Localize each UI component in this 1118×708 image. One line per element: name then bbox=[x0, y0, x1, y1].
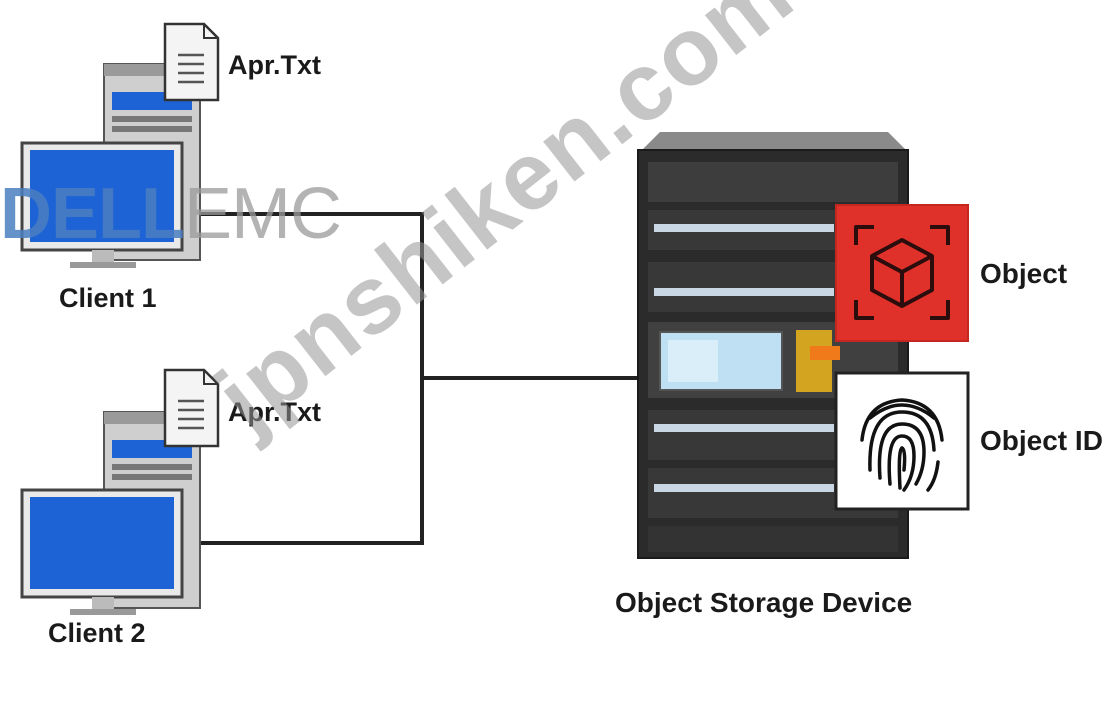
object-id-label: Object ID bbox=[980, 425, 1103, 456]
connection-lines bbox=[190, 212, 640, 545]
client-1-label: Client 1 bbox=[59, 283, 157, 313]
client-2-label: Client 2 bbox=[48, 618, 146, 648]
object-label: Object bbox=[980, 258, 1068, 289]
client-1-file-label: Apr.Txt bbox=[228, 50, 322, 80]
cube-icon bbox=[854, 225, 950, 320]
client-2-file-icon bbox=[163, 368, 220, 448]
fingerprint-icon bbox=[860, 398, 944, 492]
client-1-file-icon bbox=[163, 22, 220, 102]
object-id-badge bbox=[834, 371, 970, 511]
dell-emc-logo: DELLEMC bbox=[0, 178, 342, 250]
storage-device-label: Object Storage Device bbox=[615, 587, 913, 618]
client-1-link bbox=[190, 212, 424, 378]
dell-logo-text: DELL bbox=[0, 174, 185, 254]
object-badge bbox=[835, 204, 969, 342]
client-2-link bbox=[200, 378, 424, 545]
client-2-file-label: Apr.Txt bbox=[228, 397, 322, 427]
emc-logo-text: EMC bbox=[183, 174, 342, 254]
